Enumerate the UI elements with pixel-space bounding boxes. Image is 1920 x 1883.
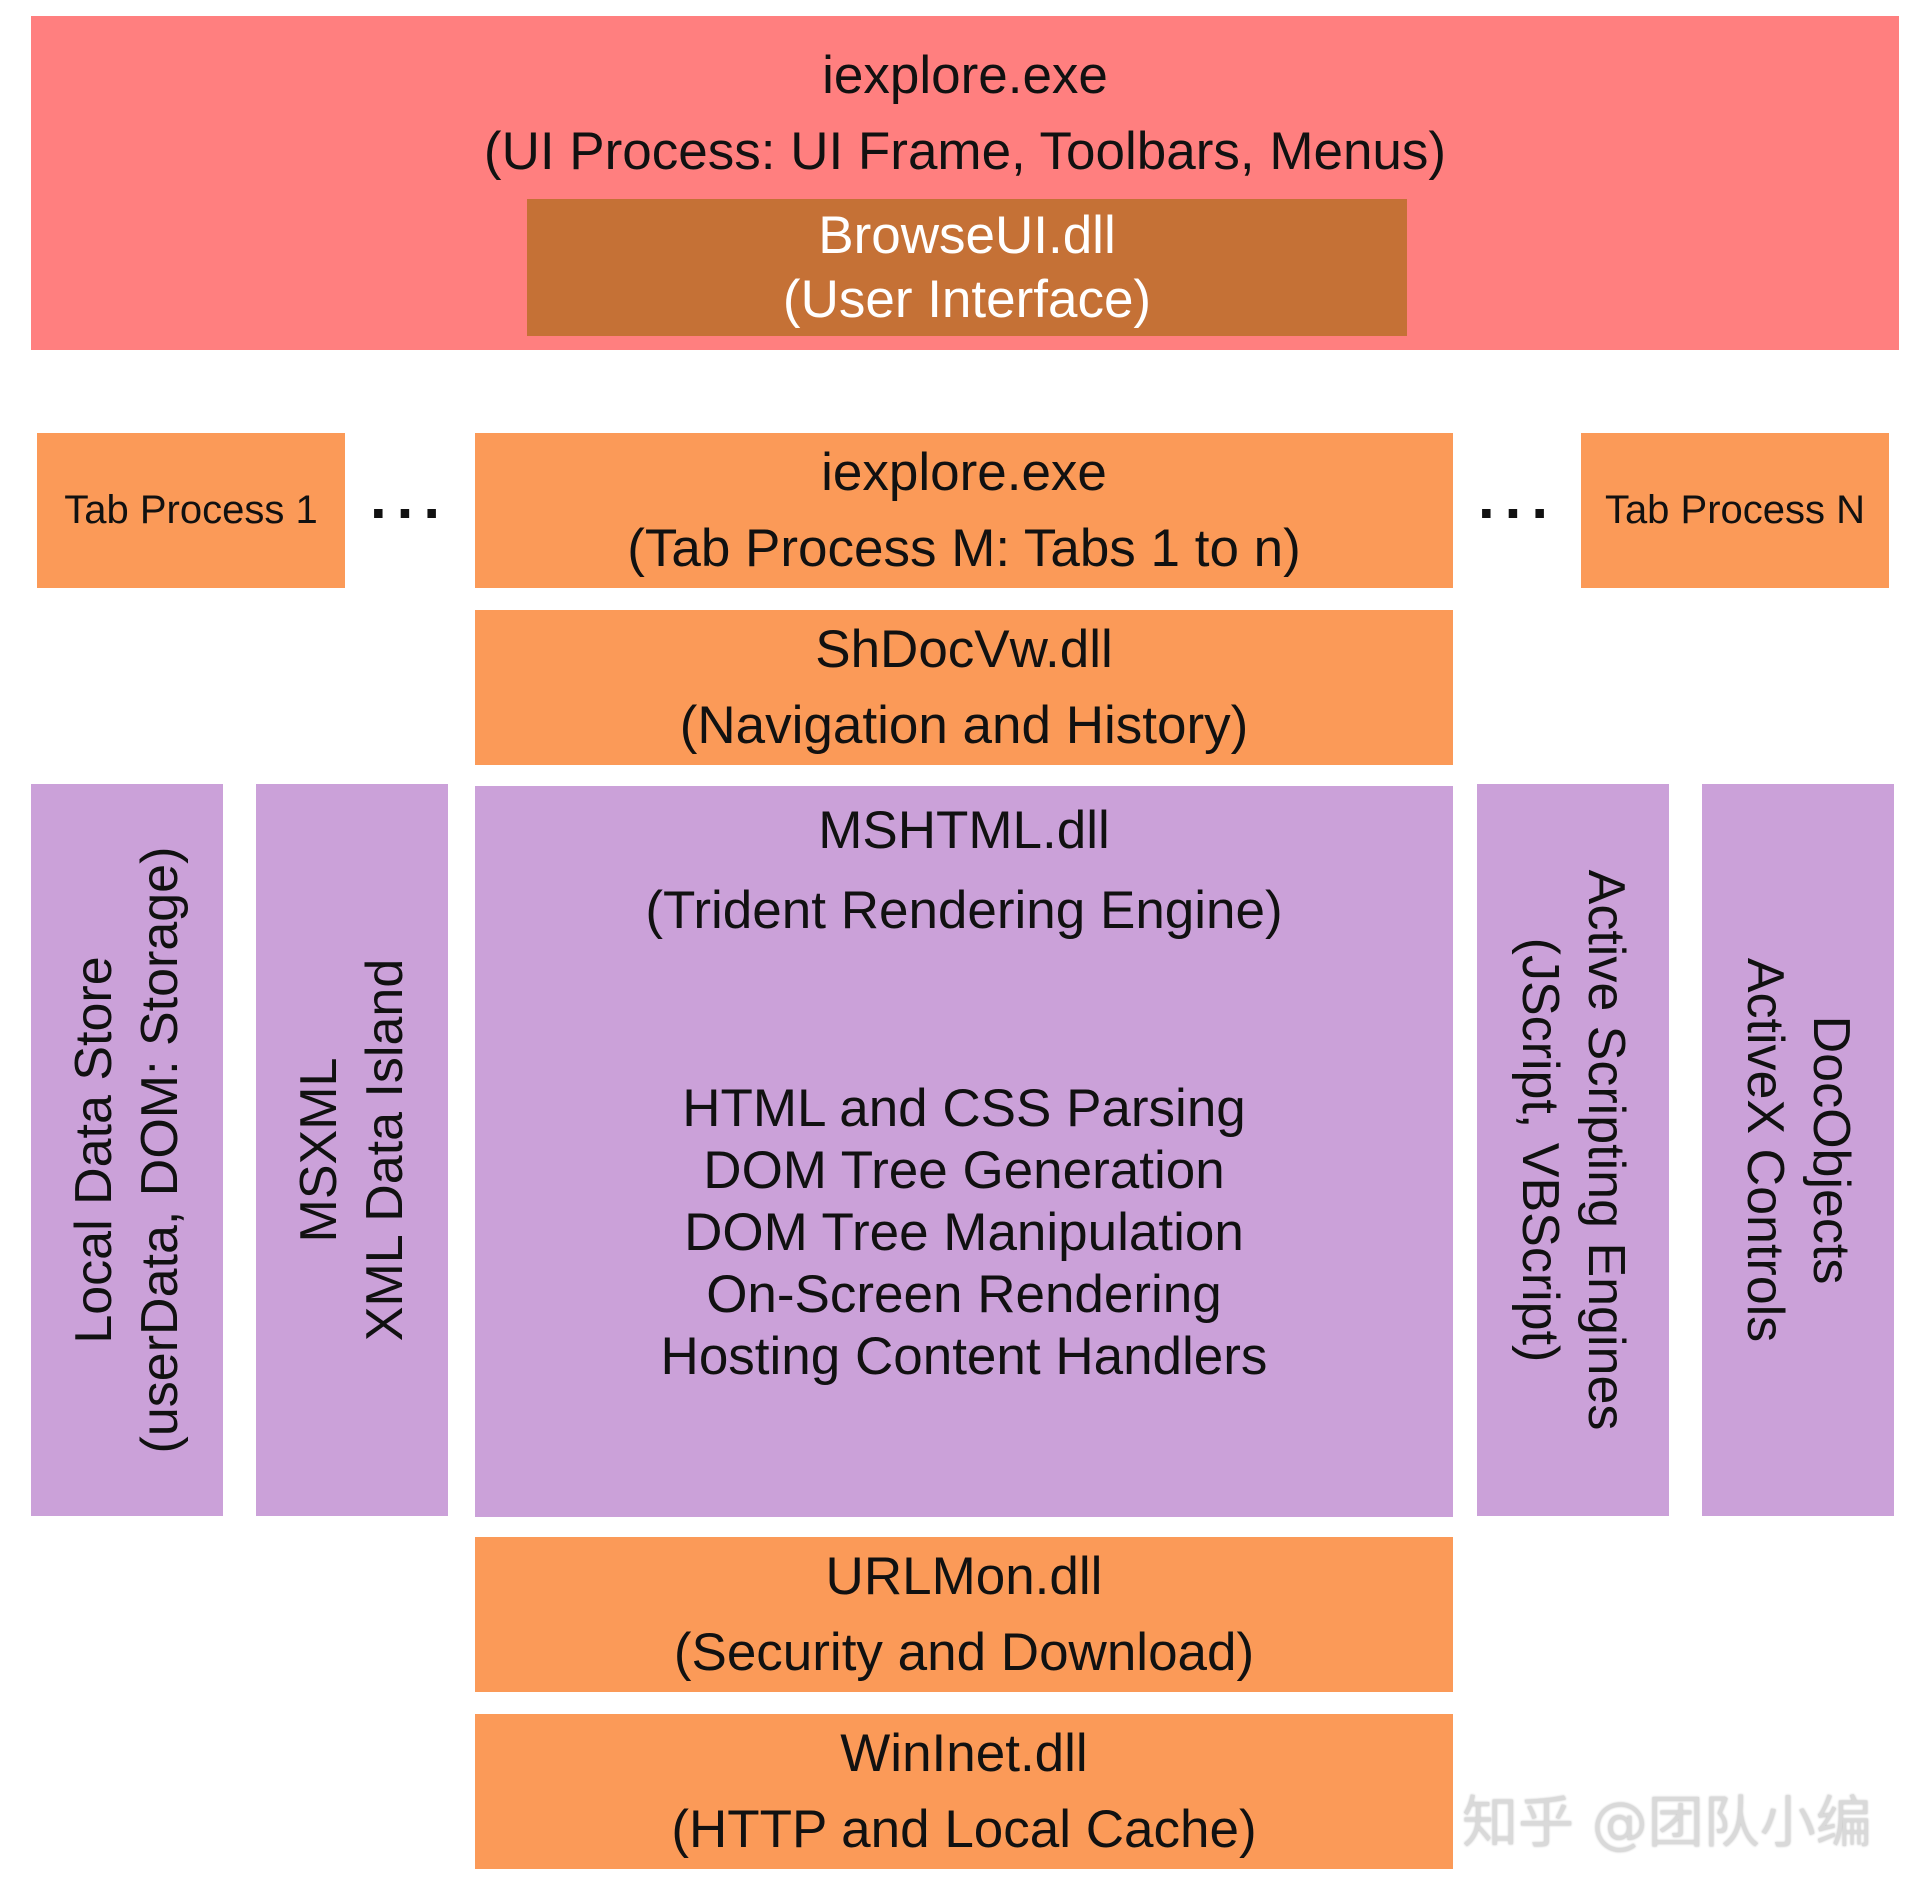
urlmon-subtitle: (Security and Download): [673, 1622, 1255, 1682]
tab-process-n-box: Tab Process N: [1581, 433, 1889, 588]
local-data-store-label: Local Data Store (userData, DOM: Storage…: [61, 847, 193, 1454]
docobjects-box: DocObjects ActiveX Controls: [1702, 784, 1894, 1516]
wininet-subtitle: (HTTP and Local Cache): [671, 1799, 1257, 1859]
ui-process-title: iexplore.exe: [822, 46, 1108, 105]
shdocvw-title: ShDocVw.dll: [815, 619, 1113, 679]
mshtml-feature: HTML and CSS Parsing: [682, 1079, 1246, 1138]
active-scripting-line2: (JScript, VBScript): [1511, 937, 1569, 1363]
active-scripting-line1: Active Scripting Engines: [1577, 869, 1635, 1431]
mshtml-feature: DOM Tree Generation: [703, 1141, 1225, 1200]
browseui-box: BrowseUI.dll (User Interface): [527, 199, 1407, 336]
urlmon-title: URLMon.dll: [825, 1546, 1103, 1606]
tab-process-m-subtitle: (Tab Process M: Tabs 1 to n): [627, 518, 1301, 578]
local-data-store-line2: (userData, DOM: Storage): [131, 846, 189, 1454]
ellipsis-right: ...: [1478, 464, 1559, 531]
active-scripting-box: Active Scripting Engines (JScript, VBScr…: [1477, 784, 1669, 1516]
docobjects-line2: ActiveX Controls: [1736, 957, 1794, 1343]
watermark: 知乎 @团队小编: [1462, 1791, 1872, 1856]
ui-process-subtitle: (UI Process: UI Frame, Toolbars, Menus): [483, 122, 1447, 181]
mshtml-feature-list: HTML and CSS Parsing DOM Tree Generation…: [661, 1078, 1268, 1388]
mshtml-feature: Hosting Content Handlers: [660, 1327, 1268, 1386]
shdocvw-box: ShDocVw.dll (Navigation and History): [475, 610, 1453, 765]
msxml-box: MSXML XML Data Island: [256, 784, 448, 1516]
urlmon-box: URLMon.dll (Security and Download): [475, 1537, 1453, 1692]
browseui-subtitle: (User Interface): [782, 269, 1152, 329]
msxml-label: MSXML XML Data Island: [286, 959, 418, 1341]
browseui-title: BrowseUI.dll: [818, 205, 1116, 265]
active-scripting-label: Active Scripting Engines (JScript, VBScr…: [1507, 870, 1639, 1431]
tab-process-1-box: Tab Process 1: [37, 433, 345, 588]
tab-process-1-label: Tab Process 1: [64, 488, 318, 532]
mshtml-feature: DOM Tree Manipulation: [684, 1203, 1244, 1262]
wininet-box: WinInet.dll (HTTP and Local Cache): [475, 1714, 1453, 1869]
tab-process-m-title: iexplore.exe: [821, 442, 1107, 502]
msxml-line1: MSXML: [290, 1057, 348, 1243]
mshtml-subtitle: (Trident Rendering Engine): [645, 881, 1283, 940]
local-data-store-line1: Local Data Store: [65, 956, 123, 1344]
tab-process-m-box: iexplore.exe (Tab Process M: Tabs 1 to n…: [475, 433, 1453, 588]
mshtml-title: MSHTML.dll: [818, 801, 1110, 860]
mshtml-box: MSHTML.dll (Trident Rendering Engine) HT…: [475, 786, 1453, 1517]
wininet-title: WinInet.dll: [840, 1723, 1088, 1783]
ellipsis-left: ...: [370, 464, 451, 531]
mshtml-feature: On-Screen Rendering: [706, 1265, 1222, 1324]
msxml-line2: XML Data Island: [356, 958, 414, 1342]
tab-process-n-label: Tab Process N: [1604, 488, 1866, 532]
docobjects-line1: DocObjects: [1802, 1015, 1860, 1285]
shdocvw-subtitle: (Navigation and History): [679, 695, 1249, 755]
local-data-store-box: Local Data Store (userData, DOM: Storage…: [31, 784, 223, 1516]
docobjects-label: DocObjects ActiveX Controls: [1732, 958, 1864, 1342]
